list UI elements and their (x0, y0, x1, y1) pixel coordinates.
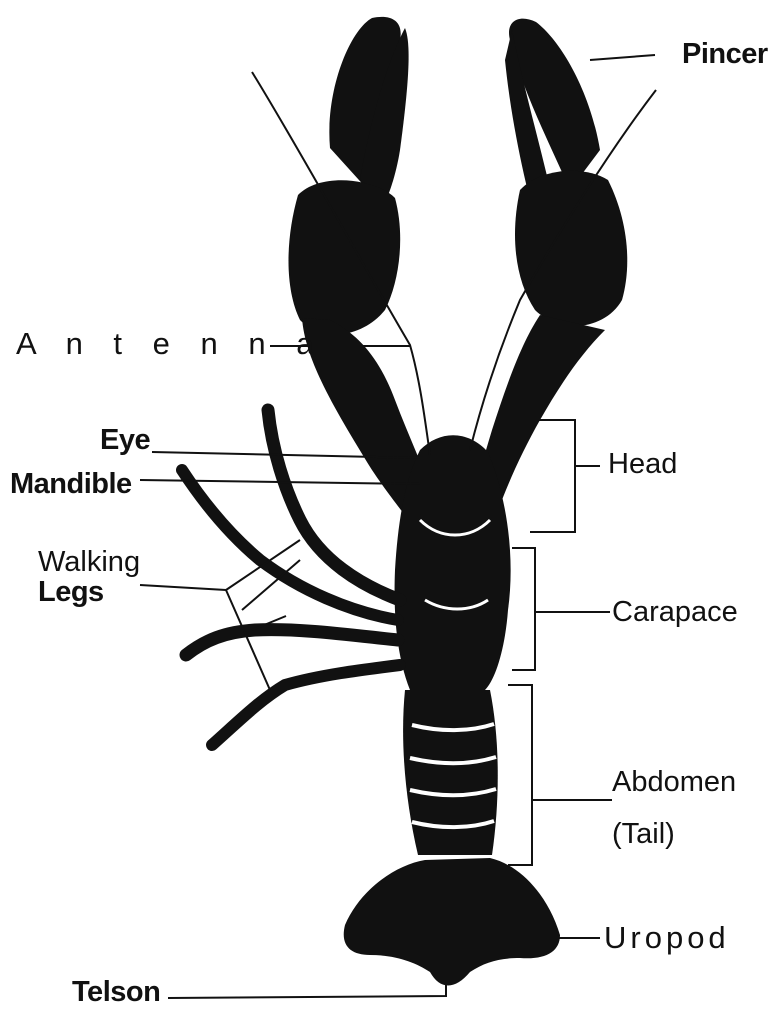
walking-legs-leader (140, 540, 300, 690)
walking-leg-4 (212, 665, 400, 745)
uropod-label: Uropod (604, 922, 730, 953)
telson-leader (168, 972, 446, 998)
abdomen-bracket (508, 685, 612, 865)
eye-label: Eye (100, 426, 150, 455)
carapace-body (395, 435, 511, 690)
tail-label: (Tail) (612, 820, 675, 849)
antenna-label: A n t e n n a (16, 328, 324, 359)
left-pincer-palm (288, 180, 400, 334)
pincer-leader (590, 55, 655, 60)
pincer-label: Pincer (682, 40, 768, 69)
abdomen-label: Abdomen (612, 768, 736, 797)
walking-leg-3 (186, 630, 398, 655)
tail-fan (344, 858, 560, 986)
head-bracket (530, 420, 600, 532)
right-pincer-palm (515, 171, 627, 326)
head-label: Head (608, 450, 677, 479)
walking-label: Walking (38, 548, 140, 577)
abdomen-body (403, 690, 498, 855)
telson-label: Telson (72, 978, 160, 1007)
legs-label: Legs (38, 578, 104, 607)
carapace-label: Carapace (612, 598, 738, 627)
mandible-label: Mandible (10, 470, 132, 499)
carapace-bracket (512, 548, 610, 670)
